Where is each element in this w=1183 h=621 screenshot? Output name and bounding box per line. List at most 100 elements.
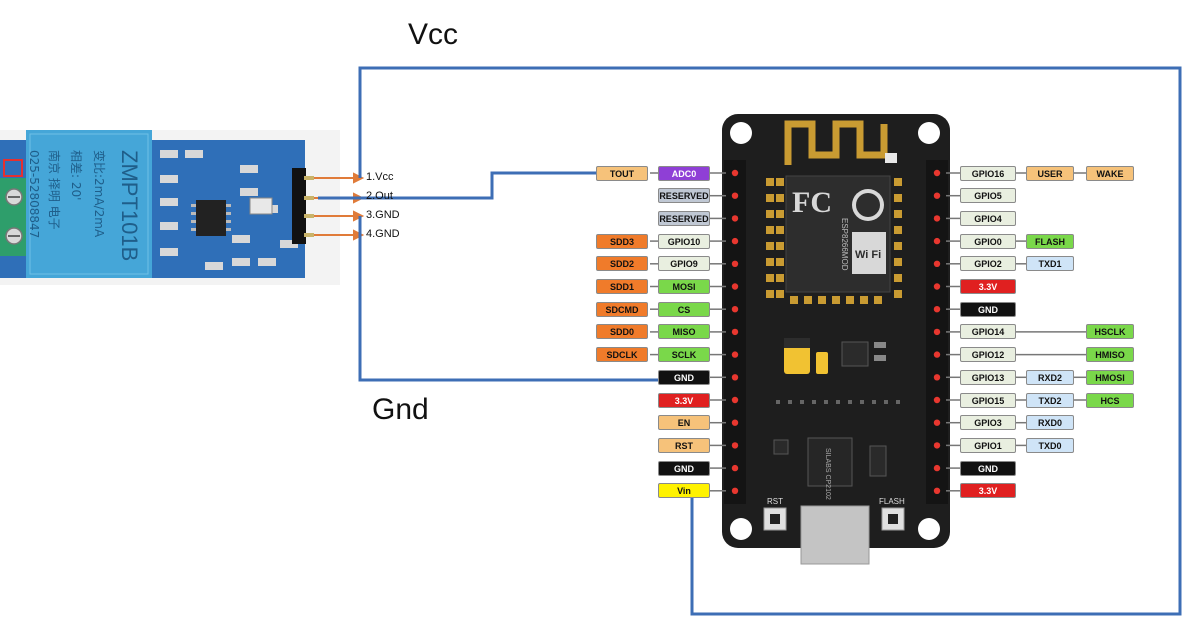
right-pin-alt-wake: WAKE [1086, 165, 1134, 181]
mount-hole [918, 122, 940, 144]
transformer-phone: 025-52808847 [27, 150, 41, 238]
left-pin-3-3v: 3.3V [658, 392, 710, 408]
right-pin-alt-hcs: HCS [1086, 392, 1134, 408]
right-pin-alt-rxd0: RXD0 [1026, 415, 1074, 431]
op-amp-chip [196, 200, 226, 236]
sensor-pin-out: 2.Out [366, 190, 393, 202]
left-pin-sclk: SCLK [658, 347, 710, 363]
right-pin-gpio3: GPIO3 [960, 415, 1016, 431]
gnd-label: Gnd [372, 393, 429, 426]
header-pin [933, 260, 941, 267]
sensor-pin-gnd-2: 4.GND [366, 228, 400, 240]
mount-hole [730, 518, 752, 540]
module-label: ESP8266MOD [840, 218, 849, 271]
right-pin-alt-txd0: TXD0 [1026, 437, 1074, 453]
signal-wire [318, 171, 598, 200]
left-pin-mosi: MOSI [658, 279, 710, 294]
right-pin-gpio14: GPIO14 [960, 324, 1016, 340]
right-pin-header [926, 160, 1086, 504]
right-pin-gpio0: GPIO0 [960, 233, 1016, 249]
left-pin-gnd: GND [658, 460, 710, 476]
right-pin-gpio12: GPIO12 [960, 347, 1016, 363]
trim-potentiometer [249, 197, 273, 215]
left-pin-alt-sdcmd: SDCMD [596, 301, 648, 317]
header-pin [731, 396, 739, 404]
wifi-logo: Wi Fi [855, 249, 881, 261]
mount-hole [730, 122, 752, 144]
left-pin-header [650, 160, 746, 504]
header-pin [731, 169, 739, 177]
right-pin-gpio16: GPIO16 [960, 165, 1016, 181]
left-pin-rst: RST [658, 437, 710, 453]
right-pin-alt-flash: FLASH [1026, 233, 1074, 249]
left-pin-alt-tout: TOUT [596, 165, 648, 181]
left-pin-alt-sdd3: SDD3 [596, 233, 648, 249]
right-pin-alt-user: USER [1026, 165, 1074, 181]
left-pin-gpio9: GPIO9 [658, 256, 710, 272]
gnd-wire [358, 216, 658, 382]
left-pin-alt-sdclk: SDCLK [596, 347, 648, 363]
right-pin-3-3v: 3.3V [960, 279, 1016, 294]
header-pin [731, 306, 739, 313]
transformer [26, 130, 152, 278]
right-pin-3-3v: 3.3V [960, 483, 1016, 499]
left-pin-alt-sdd0: SDD0 [596, 324, 648, 340]
left-pin-en: EN [658, 415, 710, 431]
antenna-trace [784, 120, 888, 165]
smd-components [160, 150, 298, 270]
left-pin-reserved: RESERVED [658, 210, 710, 226]
header-pin [731, 442, 739, 449]
header-pin [933, 283, 941, 290]
sensor-pin-vcc: 1.Vcc [366, 171, 394, 183]
flash-button-label: FLASH [879, 497, 905, 506]
mount-hole [918, 518, 940, 540]
left-pin-cs: CS [658, 301, 710, 317]
header-pin [933, 215, 941, 222]
usb-chip-label: SILABS CP2102 [824, 448, 831, 500]
right-pin-alt-hsclk: HSCLK [1086, 324, 1134, 340]
right-pin-gpio4: GPIO4 [960, 210, 1016, 226]
header-pin [731, 283, 739, 290]
left-pin-reserved: RESERVED [658, 188, 710, 204]
transformer-ratio: 变比:2mA/2mA [92, 150, 107, 238]
left-pin-vin: Vin [658, 483, 710, 499]
right-pin-gpio1: GPIO1 [960, 437, 1016, 453]
header-pin [933, 306, 941, 313]
header-pin [933, 487, 941, 494]
left-pin-adc0: ADC0 [658, 165, 710, 181]
right-pin-gpio5: GPIO5 [960, 188, 1016, 204]
right-pin-gpio2: GPIO2 [960, 256, 1016, 272]
header-pin [731, 328, 739, 336]
header-pin [933, 237, 941, 245]
fcc-logo: FC [792, 186, 832, 219]
via-dots [776, 400, 900, 404]
header-pin [731, 374, 739, 381]
header-pin [731, 215, 739, 222]
header-pin [933, 169, 941, 177]
right-pin-alt-hmosi: HMOSI [1086, 369, 1134, 385]
left-pin-alt-sdd1: SDD1 [596, 279, 648, 294]
module-pads [766, 178, 902, 304]
header-pin [933, 192, 941, 199]
transformer-vendor: 南京 择明 电子 [47, 150, 62, 230]
left-pin-alt-sdd2: SDD2 [596, 256, 648, 272]
right-pin-gpio13: GPIO13 [960, 369, 1016, 385]
nodemcu-board: FC Wi Fi ESP8266MOD [722, 114, 950, 565]
right-pin-alt-txd2: TXD2 [1026, 392, 1074, 408]
left-pin-gpio10: GPIO10 [658, 233, 710, 249]
header-pin [731, 192, 739, 199]
usb-uart-chip [807, 437, 853, 487]
micro-usb-port [800, 505, 870, 565]
transformer-phase: 相差: 20' [69, 150, 83, 200]
right-pin-alt-hmiso: HMISO [1086, 347, 1134, 363]
header-pin [731, 419, 739, 426]
capacitor [816, 352, 828, 374]
header-pin [731, 237, 739, 245]
header-pin [933, 419, 941, 426]
left-pin-miso: MISO [658, 324, 710, 340]
left-pin-gnd: GND [658, 369, 710, 385]
header-pin [731, 260, 739, 267]
right-pin-alt-rxd2: RXD2 [1026, 369, 1074, 385]
vcc-label: Vcc [408, 18, 459, 51]
